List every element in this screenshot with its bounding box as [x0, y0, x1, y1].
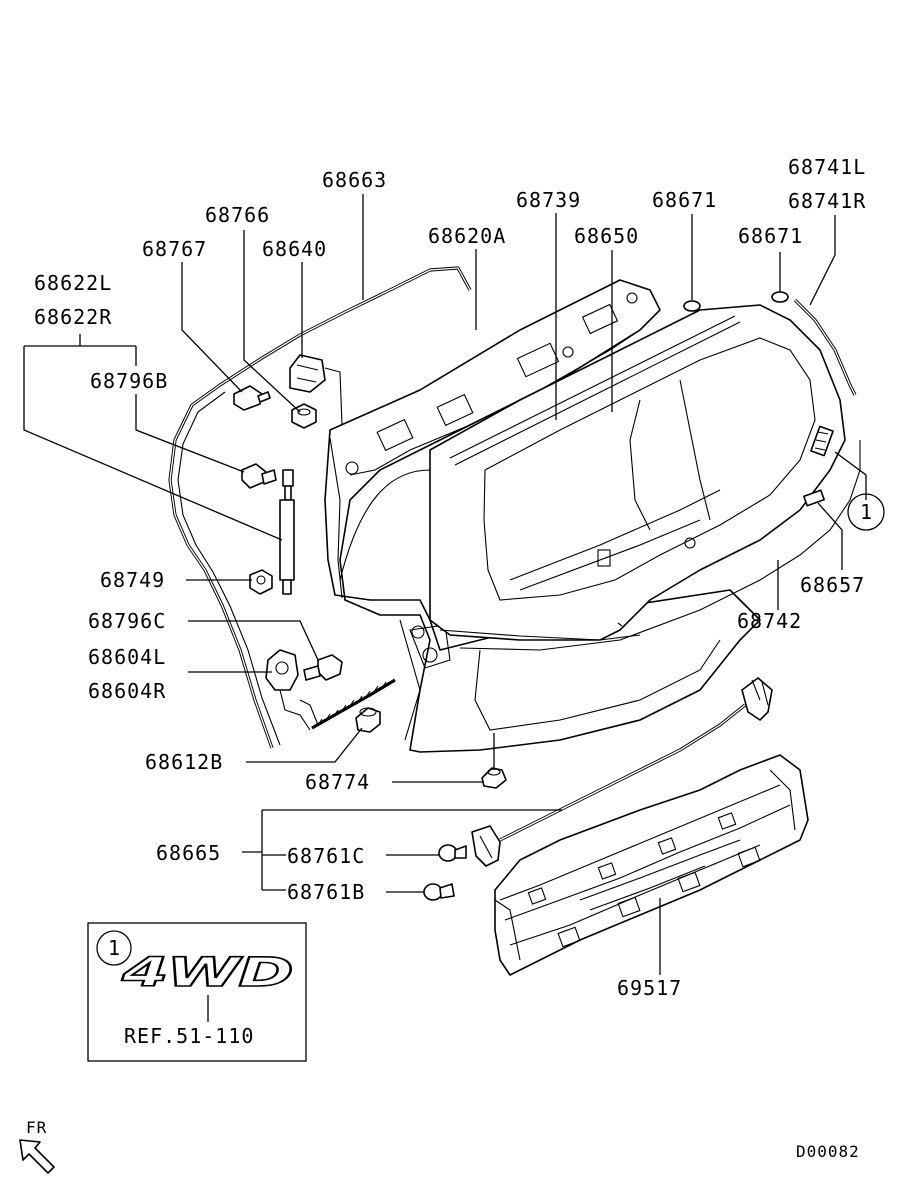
clip-68761c[interactable] — [438, 844, 467, 862]
part-labels: 68663 68739 68671 68741L 68741R 68766 68… — [34, 155, 866, 1000]
label-68739: 68739 — [516, 188, 581, 212]
leader-lines — [23, 194, 867, 1022]
label-68622l: 68622L — [34, 271, 112, 295]
label-68742: 68742 — [737, 609, 802, 633]
label-68650: 68650 — [574, 224, 639, 248]
label-68604l: 68604L — [88, 645, 166, 669]
rear-window-glass[interactable] — [429, 304, 846, 641]
inset-emblem-box: 1 4WD REF.51-110 — [87, 922, 307, 1062]
label-68774: 68774 — [305, 770, 370, 794]
tailgate-outer-panel[interactable] — [324, 279, 761, 753]
stopper-68612b[interactable] — [355, 707, 381, 733]
label-68640: 68640 — [262, 237, 327, 261]
label-68663: 68663 — [322, 168, 387, 192]
bolt-68767[interactable] — [233, 385, 271, 411]
label-68761b: 68761B — [287, 880, 365, 904]
label-68604r: 68604R — [88, 679, 166, 703]
label-68671-lower: 68671 — [738, 224, 803, 248]
label-68671-upper: 68671 — [652, 188, 717, 212]
svg-text:1: 1 — [860, 500, 873, 524]
lower-seal-strip[interactable] — [459, 440, 861, 651]
label-69517: 69517 — [617, 976, 682, 1000]
label-68741l: 68741L — [788, 155, 866, 179]
label-68796c: 68796C — [88, 609, 166, 633]
gas-strut[interactable] — [279, 469, 295, 595]
label-68766: 68766 — [205, 203, 270, 227]
emblem-plate[interactable] — [803, 425, 834, 507]
latch-rod[interactable] — [311, 678, 396, 730]
trim-panel[interactable] — [494, 754, 809, 976]
label-68612b: 68612B — [145, 750, 223, 774]
label-68657: 68657 — [800, 573, 865, 597]
weatherstrip-seal[interactable] — [168, 266, 472, 749]
bumper-68774[interactable] — [481, 767, 507, 789]
label-68665: 68665 — [156, 841, 221, 865]
front-direction-indicator: FR — [19, 1118, 55, 1174]
latch-assembly[interactable] — [265, 649, 319, 731]
garnish-strip[interactable] — [793, 298, 857, 396]
grommet-68749[interactable] — [249, 569, 273, 595]
bolt-68796b[interactable] — [241, 463, 277, 489]
fr-label: FR — [26, 1118, 47, 1137]
hinge[interactable] — [289, 354, 343, 426]
bolt-68796c[interactable] — [303, 654, 343, 681]
diagram-code: D00082 — [796, 1142, 860, 1161]
label-68767: 68767 — [142, 237, 207, 261]
label-68620a: 68620A — [428, 224, 506, 248]
plug-parts[interactable] — [683, 291, 789, 312]
callout-marker: 1 — [847, 493, 885, 531]
arrow-icon — [19, 1139, 55, 1174]
inset-emblem-4wd: 4WD — [120, 950, 292, 996]
inset-ref: REF.51-110 — [124, 1024, 254, 1048]
label-68622r: 68622R — [34, 305, 112, 329]
release-cable[interactable] — [471, 677, 773, 867]
label-68741r: 68741R — [788, 189, 866, 213]
clip-68761b[interactable] — [423, 883, 455, 901]
label-68761c: 68761C — [287, 844, 365, 868]
label-68749: 68749 — [100, 568, 165, 592]
inset-marker: 1 — [108, 936, 121, 960]
label-68796b: 68796B — [90, 369, 168, 393]
